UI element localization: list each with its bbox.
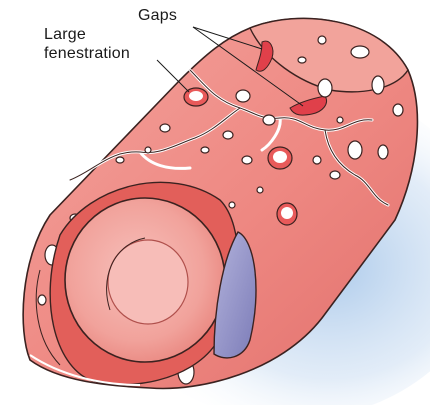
label-large-fenestration-line2: fenestration (44, 44, 130, 63)
label-gaps: Gaps (138, 6, 177, 25)
label-large-fenestration-line1: Large (44, 25, 130, 44)
red-blood-cell-center (108, 240, 188, 324)
label-large-fenestration: Large fenestration (44, 25, 130, 63)
